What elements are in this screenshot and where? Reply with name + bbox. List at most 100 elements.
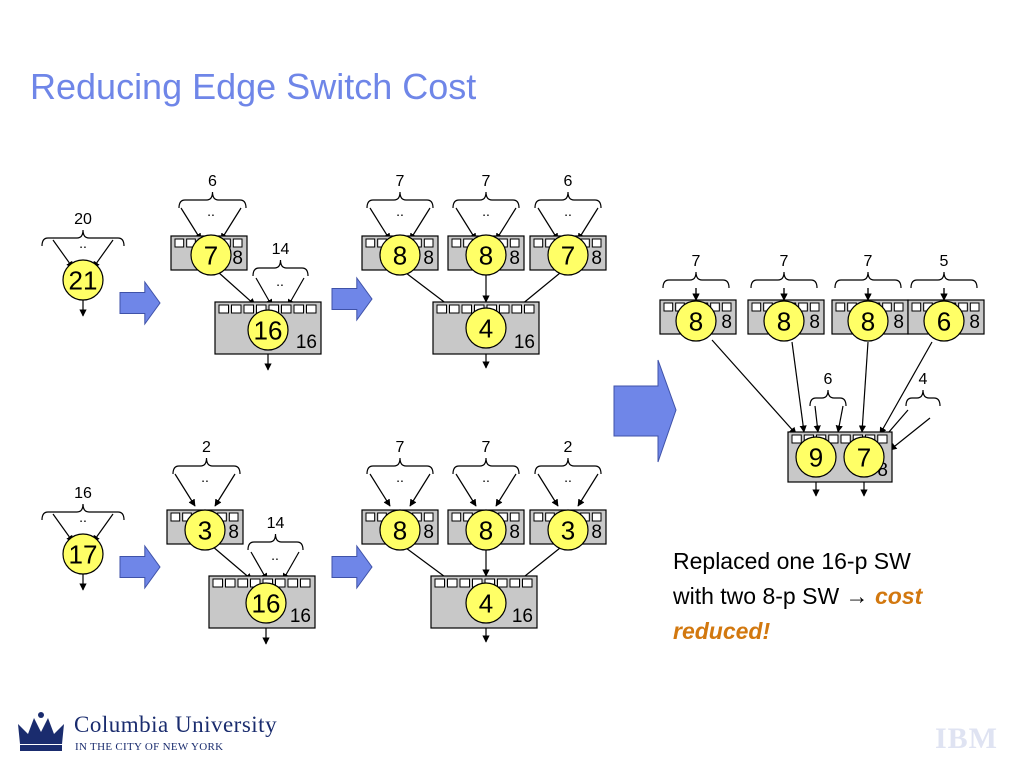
group-node-21-brace	[41, 229, 125, 247]
edge-final-4-b	[889, 417, 931, 451]
sw-r2a-2-port	[237, 578, 248, 588]
sw-f-5-port	[828, 434, 839, 444]
node-sw-r2a-2	[245, 582, 287, 624]
fan-sw-r1a-1-ellipsis: ..	[207, 203, 215, 219]
sw-r2b-4-port	[497, 578, 508, 588]
sw-r1b-3-port	[533, 238, 544, 248]
node-17-label: 17	[69, 539, 98, 569]
sw-r2b-4-port	[447, 578, 458, 588]
fan-sw-r2a-2-ellipsis: ..	[271, 547, 279, 563]
group-sw-r2b-3-label: 2	[564, 439, 573, 456]
group-node-17-label: 16	[74, 485, 92, 502]
node-sw-r2b-4-label: 4	[479, 588, 493, 618]
group-sw-r1b-2-brace	[452, 191, 520, 209]
node-sw-f-5-b	[843, 436, 885, 478]
fan-sw-r2b-3-in-1	[537, 473, 559, 507]
flow-arrow-r2-2	[331, 544, 373, 590]
fan-sw-r1a-2-in-1	[255, 277, 273, 307]
sw-r1b-4-port	[511, 304, 522, 314]
fan-sw-r1b-2-in-1	[455, 207, 477, 241]
sw-r1b-4-port	[449, 304, 460, 314]
node-sw-f-4-label: 6	[937, 306, 951, 336]
group-sw-r1b-3-label: 6	[564, 173, 573, 190]
sw-r1b-4-port	[436, 304, 447, 314]
group-sw-f-2-label: 7	[780, 253, 789, 270]
sw-f-1-port	[721, 302, 732, 312]
sw-r1a-2-port	[293, 304, 304, 314]
fan-node-17-in-1	[52, 513, 74, 543]
node-sw-r1b-4	[465, 307, 507, 349]
group-sw-r2b-1-brace	[366, 457, 434, 475]
fan-sw-r1b-1-in-2	[409, 207, 431, 241]
group-node-17-brace	[41, 503, 125, 521]
group-sw-r1b-3-brace	[534, 191, 602, 209]
caption: Replaced one 16-p SW with two 8-p SW → c…	[673, 544, 1003, 649]
sw-r2a-2-port	[212, 578, 223, 588]
sw-r1b-2-port	[509, 238, 520, 248]
sw-r1b-2-port	[451, 238, 462, 248]
node-21-label: 21	[69, 265, 98, 295]
fan-sw-r1a-2-ellipsis: ..	[276, 273, 284, 289]
node-sw-r1b-3-label: 7	[561, 240, 575, 270]
sw-f-4-port	[911, 302, 922, 312]
fan-sw-r2b-2-in-2	[495, 473, 517, 507]
sw-r1b-4-port-label: 16	[514, 332, 535, 353]
edge-final-2	[791, 341, 807, 433]
sw-f-2-port-label: 8	[809, 312, 820, 333]
node-sw-f-3-label: 8	[861, 306, 875, 336]
fan-sw-r2b-2-ellipsis: ..	[482, 469, 490, 485]
group-sw-r1b-2-label: 7	[482, 173, 491, 190]
edge-r2a-1-2	[211, 545, 253, 581]
node-sw-r2b-3-label: 3	[561, 515, 575, 545]
sw-r2b-2-port	[451, 512, 462, 522]
group-sw-r1a-1-brace	[178, 191, 247, 209]
sw-f-3-port	[835, 302, 846, 312]
sw-f-5-port	[791, 434, 802, 444]
group-sw-f-3-brace	[834, 271, 902, 289]
fan-node-17-in-2	[92, 513, 114, 543]
node-sw-r1b-3	[547, 234, 589, 276]
sw-r2b-2-port-label: 8	[509, 522, 520, 543]
group-sw-r2a-2-brace	[247, 533, 304, 551]
sw-r1b-1-port	[365, 238, 376, 248]
sw-r1a-1-port	[232, 238, 243, 248]
logo-name: Columbia University	[74, 712, 278, 737]
sw-r1b-2-port-label: 8	[509, 248, 520, 269]
group-sw-r2b-2-brace	[452, 457, 520, 475]
group-sw-f-1-label: 7	[692, 253, 701, 270]
edge-final-6-b	[835, 405, 844, 433]
group-sw-r2a-1-label: 2	[202, 439, 211, 456]
sw-r1a-2-port	[306, 304, 317, 314]
sw-r1b-1-port-label: 8	[423, 248, 434, 269]
fan-node-17-ellipsis: ..	[79, 509, 87, 525]
flow-arrow-r2-1	[119, 544, 161, 590]
fan-sw-r2b-1-in-1	[369, 473, 391, 507]
fan-sw-r2a-1-in-1	[174, 473, 196, 507]
sw-f-5-port	[840, 434, 851, 444]
group-sw-r1a-2-brace	[252, 259, 309, 277]
fan-sw-f-3-ellipsis: ..	[864, 283, 872, 299]
node-sw-f-1-label: 8	[689, 306, 703, 336]
sw-r2a-1-port	[228, 512, 239, 522]
sw-r2b-1-port	[365, 512, 376, 522]
sw-f-1-port	[663, 302, 674, 312]
logo-subtitle: IN THE CITY OF NEW YORK	[75, 741, 224, 753]
caption-line1: Replaced one 16-p SW	[673, 548, 911, 574]
sw-r2a-1-port-label: 8	[228, 522, 239, 543]
group-sw-r1b-1-brace	[366, 191, 434, 209]
group-sw-f-4-label: 5	[940, 253, 949, 270]
fan-sw-r1b-1-in-1	[369, 207, 391, 241]
sw-r2a-2-port	[225, 578, 236, 588]
sw-r2a-2-port	[300, 578, 311, 588]
sw-r1b-4-port	[461, 304, 472, 314]
group-node-21-label: 20	[74, 211, 92, 228]
group-final-6-label: 6	[824, 371, 833, 388]
node-sw-f-5-a	[795, 436, 837, 478]
sw-r2a-1-port	[170, 512, 181, 522]
node-sw-r2b-2-label: 8	[479, 515, 493, 545]
group-sw-r1a-2-label: 14	[272, 241, 290, 258]
node-sw-f-5-a-label: 9	[809, 442, 823, 472]
sw-f-4-port-label: 8	[969, 312, 980, 333]
sw-r2b-2-port	[509, 512, 520, 522]
